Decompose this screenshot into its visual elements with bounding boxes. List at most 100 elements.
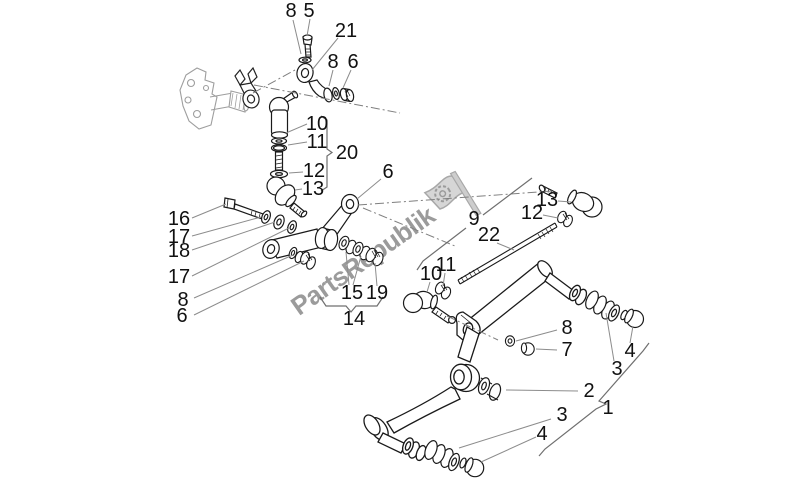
bracket-group-14 (319, 296, 384, 313)
callout-4-33: 4 (536, 423, 547, 445)
callout-7-27: 7 (561, 339, 572, 361)
leader-12-22-0 (542, 214, 559, 219)
leader-6-10-0 (356, 178, 382, 200)
callout-6-16: 6 (176, 305, 187, 327)
rocker-pivot-bolt-16 (223, 197, 267, 221)
callout-12-8: 12 (303, 160, 325, 182)
vertical-link-group-20 (266, 90, 308, 218)
callout-8-26: 8 (561, 317, 572, 339)
leader-15-17-1 (352, 255, 362, 286)
leader-3-32-0 (458, 418, 552, 449)
footpeg-rubber-lower-3 (424, 440, 460, 472)
bracket-group-9 (416, 177, 533, 271)
rocker-arm (262, 193, 360, 259)
bracket-group-1 (538, 342, 650, 457)
leader-18-13-0 (191, 221, 276, 251)
callout-12-22: 12 (521, 202, 543, 224)
leader-7-27-0 (535, 348, 558, 351)
tie-rod-right-ball-joint-13 (538, 184, 603, 218)
leader-15-17-0 (345, 251, 350, 286)
callout-13-9: 13 (302, 178, 324, 200)
leader-16-11-0 (191, 203, 227, 219)
bracket-group-20 (320, 115, 334, 192)
callout-8-0: 8 (285, 0, 296, 22)
leader-10-24-0 (426, 281, 431, 293)
group-brackets (319, 115, 650, 457)
leader-6-4-0 (342, 69, 352, 89)
leader-10-5-0 (285, 123, 308, 134)
leader-22-21-0 (496, 242, 515, 251)
leader-8-0-0 (292, 19, 302, 55)
callout-11-25: 11 (436, 254, 457, 276)
flag-gear-icon (423, 170, 482, 216)
centerline-1 (252, 69, 296, 94)
centerline-0 (253, 84, 401, 114)
leader-3-28-0 (605, 312, 615, 362)
rocker-washers-17-18-17 (260, 210, 298, 234)
leader-4-29-0 (629, 325, 634, 344)
gear-pedal-lever-1 (363, 260, 588, 462)
selector-arm-21 (296, 34, 355, 103)
spacer-bushings-15-15-19 (338, 235, 384, 267)
tie-rod-22 (457, 222, 558, 285)
callout-4-29: 4 (624, 340, 635, 362)
callout-20-7: 20 (336, 142, 358, 164)
footpeg-cap-lower-4 (459, 457, 485, 478)
centerline-3 (362, 207, 456, 247)
selector-fork (234, 66, 260, 109)
callout-22-21: 22 (478, 224, 500, 246)
centerlines (252, 69, 553, 341)
callout-3-32: 3 (556, 404, 567, 426)
centerline-4 (446, 315, 499, 341)
leader-5-1-0 (306, 18, 311, 37)
callout-8-15: 8 (177, 289, 188, 311)
leader-2-30-0 (505, 389, 579, 392)
callout-1-31: 1 (602, 397, 613, 419)
footpeg-rubber-upper-3 (585, 290, 621, 322)
callout-18-13: 18 (168, 240, 190, 262)
clamp-washer-8 (504, 335, 516, 347)
leader-17-14-0 (191, 227, 290, 277)
callout-10-24: 10 (420, 263, 442, 285)
footpeg-cap-upper-4 (620, 308, 645, 329)
callout-19-18: 19 (366, 282, 388, 304)
leader-8-3-0 (328, 69, 334, 87)
tie-rod-left-ball-joint (402, 290, 457, 325)
callout-5-1: 5 (303, 0, 314, 22)
callout-16-11: 16 (168, 208, 190, 230)
callout-11-6: 11 (307, 131, 328, 153)
pivot-bushing-2 (477, 377, 502, 401)
leader-4-33-0 (480, 436, 537, 463)
callout-21-2: 21 (335, 20, 357, 42)
leader-lines (191, 18, 634, 463)
leader-6-16-0 (193, 260, 305, 316)
leader-8-15-0 (193, 254, 294, 299)
leader-17-12-0 (191, 216, 262, 237)
callout-10-5: 10 (306, 113, 328, 135)
callout-6-4: 6 (347, 51, 358, 73)
leader-13-9-0 (294, 188, 303, 191)
watermark: PartsRepublik (271, 153, 482, 322)
leader-11-6-0 (287, 141, 308, 146)
leader-13-23-0 (557, 200, 572, 203)
callout-15-17: 15 (341, 282, 363, 304)
callout-3-28: 3 (611, 358, 622, 380)
leader-12-8-0 (288, 171, 304, 174)
leader-21-2-0 (311, 37, 339, 71)
callout-9-20: 9 (468, 208, 479, 230)
clamp-pin-7 (520, 342, 535, 356)
callout-14-19: 14 (343, 308, 365, 330)
leader-19-18-0 (374, 262, 378, 287)
leader-11-25-0 (442, 272, 446, 287)
callout-13-23: 13 (536, 189, 558, 211)
callout-17-14: 17 (168, 266, 190, 288)
tie-rod-locknut-11 (434, 281, 452, 300)
callout-17-12: 17 (168, 226, 190, 248)
leader-8-26-0 (515, 329, 558, 342)
callout-2-30: 2 (583, 380, 594, 402)
tie-rod-nut-12 (557, 210, 573, 228)
callout-8-3: 8 (327, 51, 338, 73)
